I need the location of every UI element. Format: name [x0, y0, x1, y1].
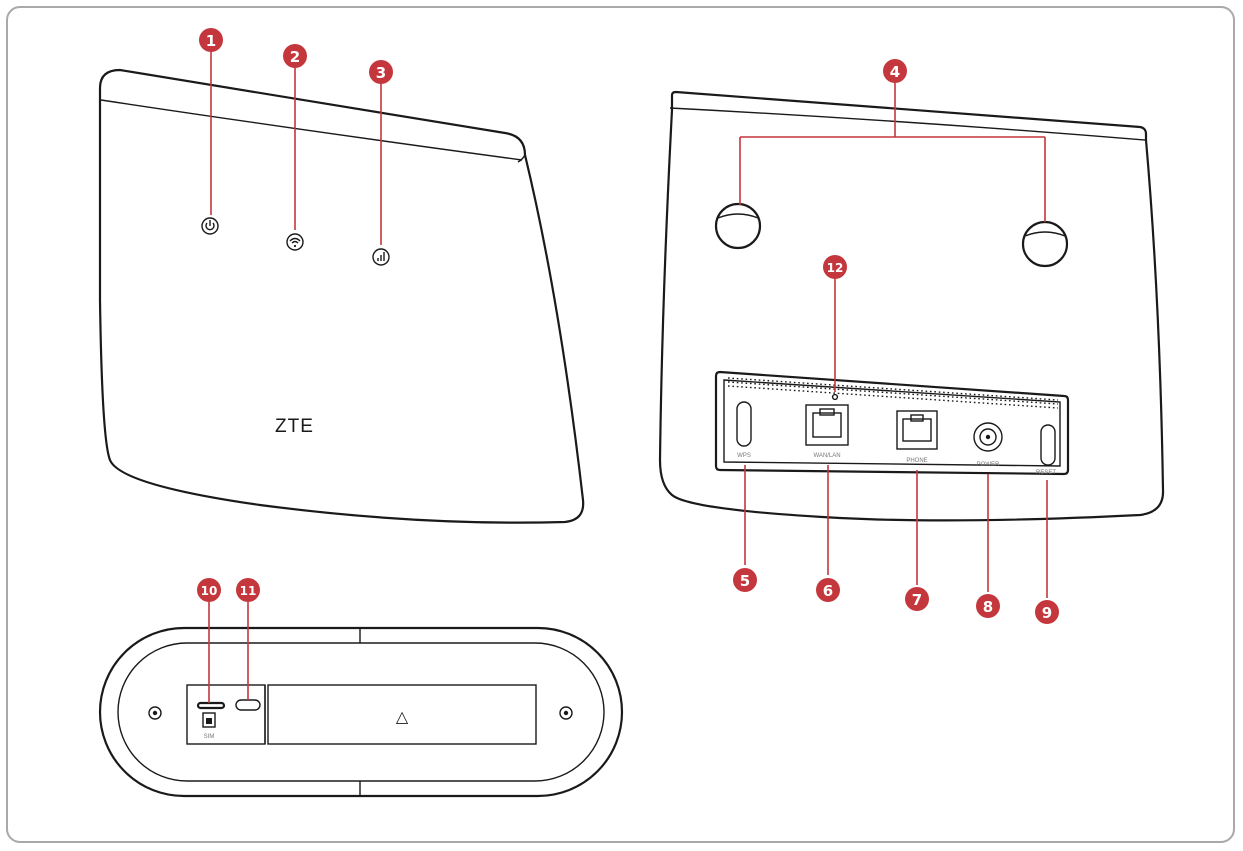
cover-triangle-symbol: △ — [396, 707, 409, 726]
callout-leader-lines — [208, 44, 1048, 703]
figure-frame — [6, 6, 1235, 843]
callout-1: 1 — [199, 28, 223, 52]
leader-4 — [739, 75, 1046, 222]
antenna-connector-left — [714, 202, 762, 250]
svg-text:9: 9 — [1042, 604, 1052, 622]
wan-lan-label: WAN/LAN — [813, 453, 840, 459]
sim-card-icon — [202, 712, 216, 728]
screw-left — [148, 706, 162, 720]
callout-7: 7 — [905, 587, 929, 611]
wan-lan-port: WAN/LAN — [805, 393, 849, 459]
callout-10: 10 — [197, 578, 221, 602]
antenna-connector-right — [1021, 220, 1069, 268]
reset-button-icon — [1040, 424, 1056, 466]
svg-text:10: 10 — [201, 584, 218, 598]
reset-label: RESET — [1036, 470, 1056, 476]
svg-text:5: 5 — [740, 572, 750, 590]
power-icon — [205, 220, 215, 231]
phone-label: PHONE — [906, 458, 927, 464]
bottom-cover: △ — [267, 684, 537, 745]
svg-text:1: 1 — [206, 32, 216, 50]
reset-button: RESET — [1036, 424, 1056, 476]
wifi-icon — [289, 237, 301, 248]
callout-3: 3 — [369, 60, 393, 84]
phone-port-icon — [896, 410, 938, 450]
callout-9: 9 — [1035, 600, 1059, 624]
wps-label: WPS — [737, 453, 751, 459]
wifi-indicator-ring — [286, 233, 304, 251]
wan-lan-led — [831, 393, 839, 401]
svg-text:8: 8 — [983, 598, 993, 616]
svg-text:7: 7 — [912, 591, 922, 609]
svg-text:3: 3 — [376, 64, 386, 82]
power-label: POWER — [977, 462, 1000, 468]
callout-6: 6 — [816, 578, 840, 602]
brand-logo: ZTE — [275, 416, 314, 437]
ethernet-port-icon — [805, 404, 849, 446]
callout-11: 11 — [236, 578, 260, 602]
power-indicator — [201, 217, 219, 235]
callout-12: 12 — [823, 255, 847, 279]
power-jack-icon — [973, 422, 1003, 452]
wps-button-icon — [736, 401, 752, 447]
signal-icon — [377, 252, 385, 261]
power-jack: POWER — [973, 422, 1003, 468]
svg-text:12: 12 — [827, 261, 844, 275]
router-front-view: ZTE — [98, 68, 585, 524]
sim-card-slot — [196, 701, 226, 710]
svg-text:2: 2 — [290, 48, 300, 66]
wps-button: WPS — [736, 401, 752, 459]
svg-text:6: 6 — [823, 582, 833, 600]
power-indicator-ring — [201, 217, 219, 235]
callout-5: 5 — [733, 568, 757, 592]
phone-port: PHONE — [896, 410, 938, 464]
screw-right — [559, 706, 573, 720]
wifi-indicator — [286, 233, 304, 251]
router-back-view: WPS WAN/LAN PHONE — [658, 90, 1165, 522]
router-bottom-view: SIM △ — [98, 626, 624, 798]
sim-compartment: SIM — [186, 684, 266, 745]
callout-4: 4 — [883, 59, 907, 83]
signal-indicator — [372, 248, 390, 266]
callout-8: 8 — [976, 594, 1000, 618]
callout-2: 2 — [283, 44, 307, 68]
signal-indicator-ring — [372, 248, 390, 266]
svg-text:4: 4 — [890, 63, 900, 81]
sim-label: SIM — [204, 734, 215, 740]
svg-text:11: 11 — [240, 584, 257, 598]
